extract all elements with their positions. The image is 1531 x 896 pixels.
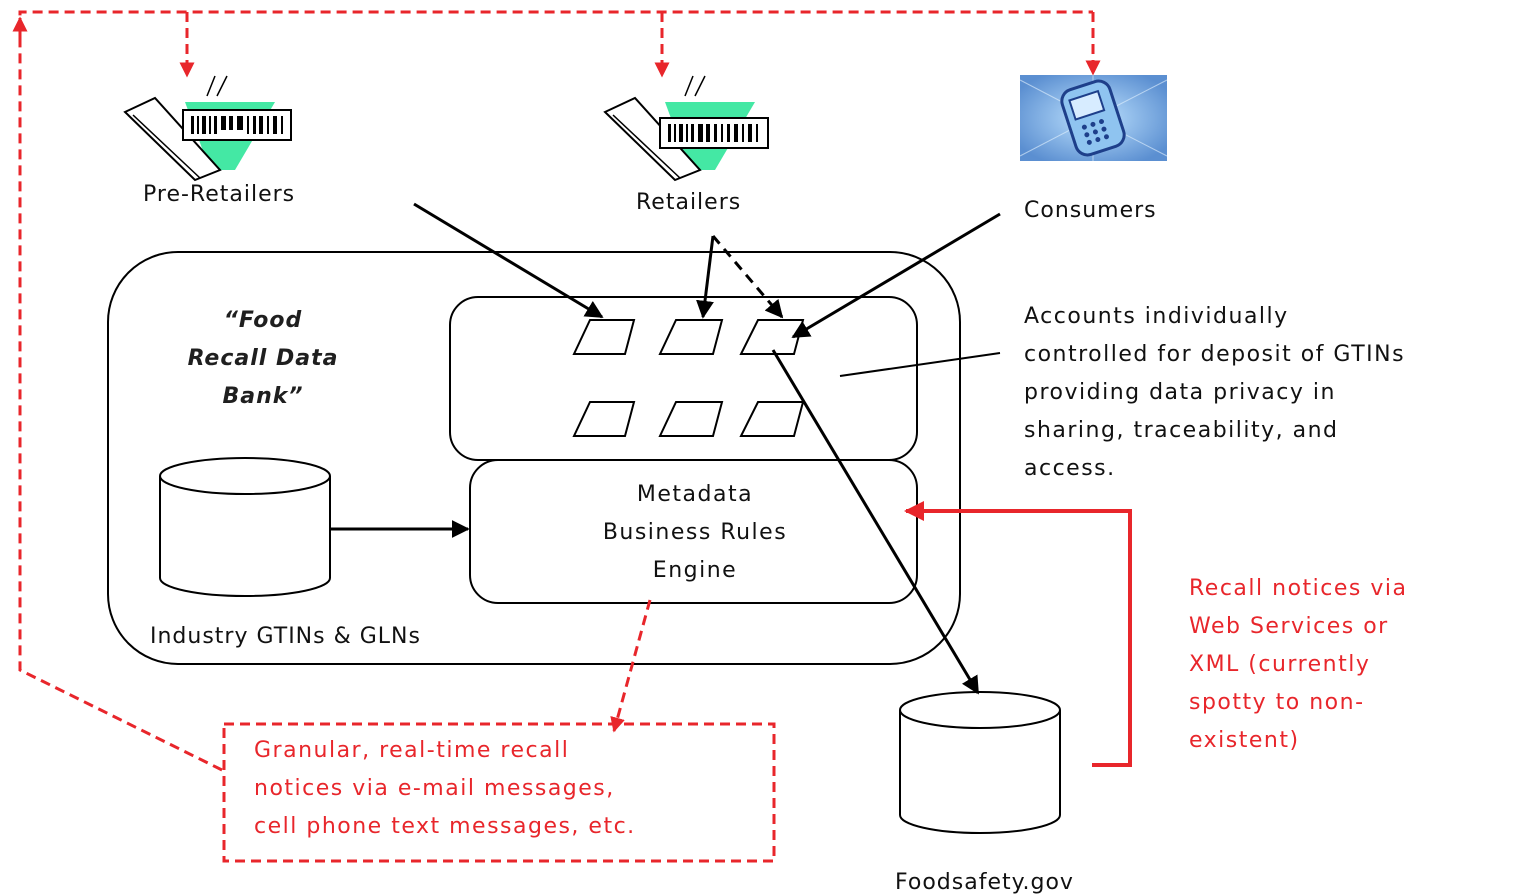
accounts-callout-line — [839, 352, 1001, 377]
data-bank-container — [107, 251, 961, 665]
engine-label-line: Engine — [652, 558, 738, 583]
account-slot — [658, 319, 724, 355]
engine-label-line: Business Rules — [602, 520, 788, 545]
accounts-note-line: sharing, traceability, and — [1024, 418, 1339, 443]
mobile-phone-icon — [1019, 75, 1168, 161]
industry-database — [159, 457, 331, 597]
accounts-note-line: controlled for deposit of GTINs — [1024, 342, 1406, 367]
engine-box — [469, 459, 918, 604]
accounts-note: Accounts individually controlled for dep… — [1024, 298, 1405, 488]
consumers-to-account-arrow — [791, 212, 1001, 339]
recall-web-note-line: XML (currently — [1189, 652, 1371, 677]
granular-note-line: Granular, real-time recall — [254, 738, 570, 763]
engine-to-notices-arrow — [610, 599, 652, 733]
accounts-note-line: access. — [1024, 456, 1116, 481]
recall-web-note: Recall notices via Web Services or XML (… — [1189, 570, 1407, 760]
accounts-note-line: providing data privacy in — [1024, 380, 1336, 405]
account-slot — [658, 401, 724, 437]
barcode-scanner-icon — [603, 75, 769, 182]
recall-web-note-line: spotty to non- — [1189, 690, 1365, 715]
retailers-to-account-arrow — [696, 235, 715, 319]
data-bank-title: “Food Recall Data Bank” — [178, 302, 348, 416]
industry-db-label: Industry GTINs & GLNs — [150, 624, 421, 649]
account-to-foodsafety-arrow — [771, 349, 980, 695]
data-bank-title-line: Recall Data — [187, 346, 339, 371]
data-bank-title-line: “Food — [223, 308, 303, 333]
recall-web-note-line: existent) — [1189, 728, 1300, 753]
black-arrows — [330, 202, 1001, 695]
account-slot — [739, 319, 805, 355]
barcode-scanner-icon — [123, 75, 292, 182]
red-dashed-loop — [12, 10, 1101, 772]
accounts-note-line: Accounts individually — [1024, 304, 1289, 329]
consumers-label: Consumers — [1024, 198, 1157, 223]
retailers-dashed-arrow — [711, 235, 784, 319]
granular-note-line: notices via e-mail messages, — [254, 776, 615, 801]
account-slots — [572, 319, 805, 437]
foodsafety-label: Foodsafety.gov — [895, 870, 1074, 895]
granular-note-line: cell phone text messages, etc. — [254, 814, 636, 839]
data-bank-title-line: Bank” — [222, 384, 304, 409]
engine-label-line: Metadata — [636, 482, 754, 507]
account-slot — [572, 401, 636, 437]
retailers-label: Retailers — [636, 190, 742, 215]
account-slot — [572, 319, 636, 355]
pre-retailers-to-account-arrow — [413, 202, 604, 319]
recall-web-note-line: Web Services or — [1189, 614, 1389, 639]
account-slot — [739, 401, 805, 437]
engine-label: Metadata Business Rules Engine — [560, 476, 830, 590]
recall-web-note-line: Recall notices via — [1189, 576, 1408, 601]
recall-web-services-arrow — [904, 501, 1132, 767]
granular-notices-box — [222, 722, 776, 863]
foodsafety-database — [899, 691, 1061, 834]
granular-note: Granular, real-time recall notices via e… — [254, 732, 636, 846]
pre-retailers-label: Pre-Retailers — [143, 182, 296, 207]
